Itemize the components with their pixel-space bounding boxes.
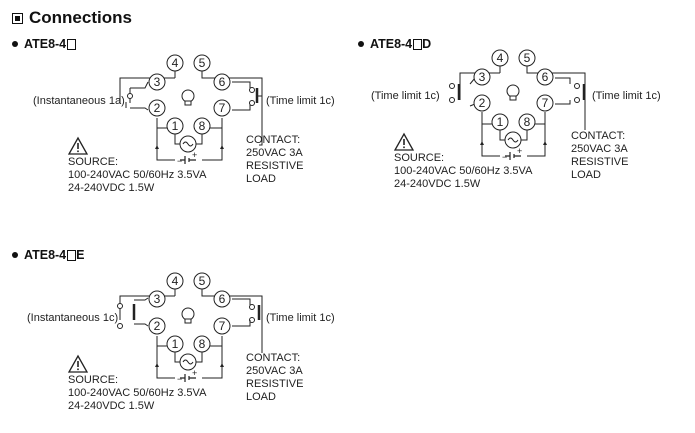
pin-8-diagram-2: 8 <box>518 113 536 131</box>
bullet-icon <box>12 41 18 47</box>
pin-5-diagram-3: 5 <box>193 272 211 290</box>
pin-6-diagram-3: 6 <box>213 290 231 308</box>
source-text-2: SOURCE: 100-240VAC 50/60Hz 3.5VA 24-240V… <box>394 152 533 190</box>
svg-text:5: 5 <box>199 56 206 70</box>
diagram-1: − + <box>68 70 263 166</box>
svg-text:7: 7 <box>542 96 549 110</box>
dc-minus-symbol: − <box>177 156 182 166</box>
pin-3-diagram-2: 3 <box>473 68 491 86</box>
svg-text:6: 6 <box>219 75 226 89</box>
section-title-text: Connections <box>29 8 132 27</box>
dc-minus-symbol: − <box>502 152 507 162</box>
dc-plus-symbol: + <box>192 368 197 378</box>
svg-text:4: 4 <box>497 51 504 65</box>
svg-text:8: 8 <box>199 119 206 133</box>
svg-text:3: 3 <box>479 70 486 84</box>
pin-2-diagram-1: 2 <box>148 99 166 117</box>
pin-2-diagram-2: 2 <box>473 94 491 112</box>
pin-5-diagram-1: 5 <box>193 54 211 72</box>
pin-8-diagram-3: 8 <box>193 335 211 353</box>
pin-2-diagram-3: 2 <box>148 317 166 335</box>
svg-text:6: 6 <box>219 292 226 306</box>
diagram-2: − + <box>394 65 586 162</box>
label-right-1: (Time limit 1c) <box>266 95 335 107</box>
source-text-1: SOURCE: 100-240VAC 50/60Hz 3.5VA 24-240V… <box>68 156 207 194</box>
label-left-1: (Instantaneous 1a) <box>33 95 125 107</box>
label-right-3: (Time limit 1c) <box>266 312 335 324</box>
label-right-2: (Time limit 1c) <box>592 90 661 102</box>
pin-5-diagram-2: 5 <box>518 49 536 67</box>
pin-4-diagram-2: 4 <box>491 49 509 67</box>
svg-text:1: 1 <box>497 115 504 129</box>
pin-4-diagram-1: 4 <box>166 54 184 72</box>
svg-text:3: 3 <box>154 75 161 89</box>
svg-text:1: 1 <box>172 119 179 133</box>
svg-text:5: 5 <box>199 274 206 288</box>
bullet-icon <box>12 252 18 258</box>
svg-text:5: 5 <box>524 51 531 65</box>
svg-text:2: 2 <box>154 101 161 115</box>
contact-text-1: CONTACT: 250VAC 3A RESISTIVE LOAD <box>246 134 304 185</box>
model-label-1: ATE8-4 <box>12 37 77 51</box>
svg-text:7: 7 <box>219 101 226 115</box>
svg-text:4: 4 <box>172 56 179 70</box>
placeholder-box-icon <box>67 249 77 261</box>
placeholder-box-icon <box>67 38 77 50</box>
bullet-icon <box>358 41 364 47</box>
svg-text:3: 3 <box>154 292 161 306</box>
svg-text:2: 2 <box>154 319 161 333</box>
pin-3-diagram-1: 3 <box>148 73 166 91</box>
contact-text-3: CONTACT: 250VAC 3A RESISTIVE LOAD <box>246 352 304 403</box>
label-left-3: (Instantaneous 1c) <box>27 312 119 324</box>
pin-3-diagram-3: 3 <box>148 290 166 308</box>
section-title: Connections <box>12 8 132 28</box>
pin-6-diagram-2: 6 <box>536 68 554 86</box>
pin-4-diagram-3: 4 <box>166 272 184 290</box>
pin-1-diagram-3: 1 <box>166 335 184 353</box>
svg-text:4: 4 <box>172 274 179 288</box>
pin-1-diagram-2: 1 <box>491 113 509 131</box>
label-left-2: (Time limit 1c) <box>371 90 440 102</box>
contact-text-2: CONTACT: 250VAC 3A RESISTIVE LOAD <box>571 130 629 181</box>
svg-text:7: 7 <box>219 319 226 333</box>
pin-7-diagram-2: 7 <box>536 94 554 112</box>
svg-text:2: 2 <box>479 96 486 110</box>
pin-6-diagram-1: 6 <box>213 73 231 91</box>
dc-plus-symbol: + <box>192 150 197 160</box>
pin-1-diagram-1: 1 <box>166 117 184 135</box>
pin-7-diagram-1: 7 <box>213 99 231 117</box>
diagram-3: − + <box>68 288 263 384</box>
pin-7-diagram-3: 7 <box>213 317 231 335</box>
svg-text:1: 1 <box>172 337 179 351</box>
svg-text:8: 8 <box>524 115 531 129</box>
svg-text:6: 6 <box>542 70 549 84</box>
checkbox-square-icon <box>12 12 23 24</box>
svg-text:8: 8 <box>199 337 206 351</box>
pin-8-diagram-1: 8 <box>193 117 211 135</box>
source-text-3: SOURCE: 100-240VAC 50/60Hz 3.5VA 24-240V… <box>68 374 207 412</box>
dc-plus-symbol: + <box>517 146 522 156</box>
placeholder-box-icon <box>413 38 423 50</box>
dc-minus-symbol: − <box>177 374 182 384</box>
